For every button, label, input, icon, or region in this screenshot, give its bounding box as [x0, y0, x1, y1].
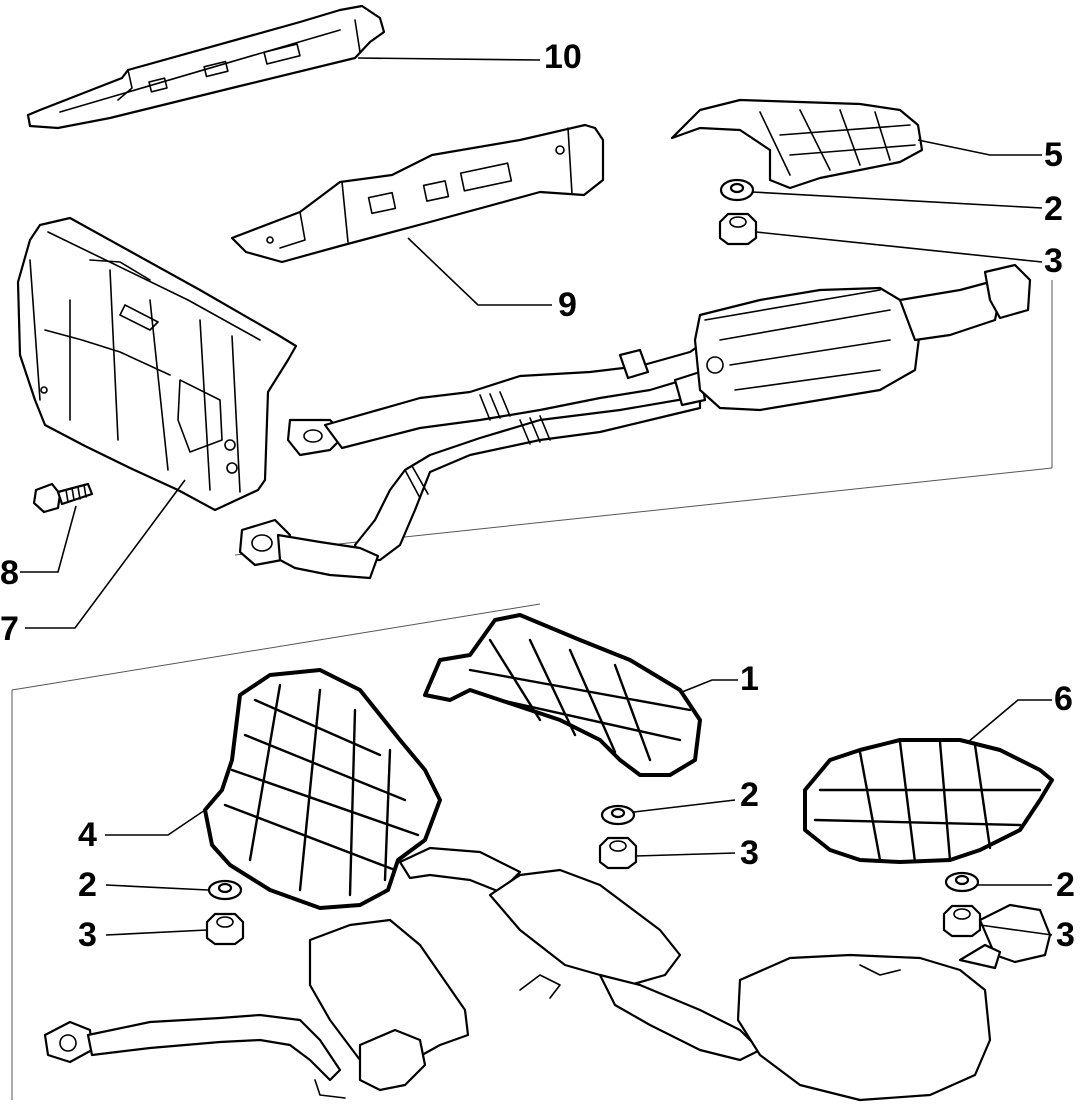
leader-lines [20, 57, 1053, 936]
callout-2-top: 2 [1044, 190, 1063, 228]
leader-1 [681, 679, 738, 693]
part-1-heat-shield [423, 613, 702, 777]
rear-exhaust-and-mufflers [43, 846, 1052, 1102]
washer-and-nut-middle [598, 804, 638, 870]
callout-1: 1 [740, 660, 759, 698]
callout-2-middle: 2 [740, 776, 759, 814]
callout-3-right: 3 [1056, 916, 1075, 954]
leader-6 [967, 699, 1052, 743]
part-9-bracket [230, 123, 605, 264]
part-5-heat-shield [670, 98, 924, 190]
callout-2-right: 2 [1056, 866, 1075, 904]
leader-5 [917, 139, 1042, 156]
front-pipe-and-catalyst [238, 263, 1032, 580]
leader-3-middle [635, 852, 736, 857]
leader-3-left [105, 929, 208, 936]
part-4-heat-shield [203, 668, 442, 910]
callout-5: 5 [1044, 136, 1063, 174]
part-8-bolt [32, 482, 94, 514]
callout-8: 8 [0, 554, 19, 592]
leader-2-middle [633, 799, 736, 813]
washer-and-nut-right [942, 871, 982, 938]
callout-4: 4 [78, 816, 97, 854]
callout-3-middle: 3 [740, 834, 759, 872]
part-7-heat-shield [16, 216, 298, 512]
leader-2-left [105, 884, 209, 891]
callout-3-left: 3 [78, 916, 97, 954]
washer-and-nut-top [718, 178, 758, 246]
leader-9 [407, 237, 552, 306]
callout-2-left: 2 [78, 866, 97, 904]
callout-10: 10 [544, 38, 582, 76]
callout-labels: 10 5 2 3 9 8 7 1 6 4 2 3 2 3 2 3 [0, 38, 1075, 954]
washer-and-nut-left [205, 879, 245, 946]
leader-3-top [755, 231, 1043, 263]
callout-7: 7 [0, 610, 19, 648]
callout-9: 9 [558, 286, 577, 324]
part-6-heat-shield [803, 738, 1054, 864]
leader-3-right [979, 924, 1053, 936]
callout-3-top: 3 [1044, 242, 1063, 280]
leader-10 [357, 57, 541, 61]
leader-7 [25, 479, 186, 629]
part-10-bracket [26, 4, 386, 130]
callout-6: 6 [1054, 680, 1073, 718]
leader-8 [20, 505, 77, 573]
leader-2-top [751, 191, 1043, 209]
leader-4 [105, 807, 209, 836]
